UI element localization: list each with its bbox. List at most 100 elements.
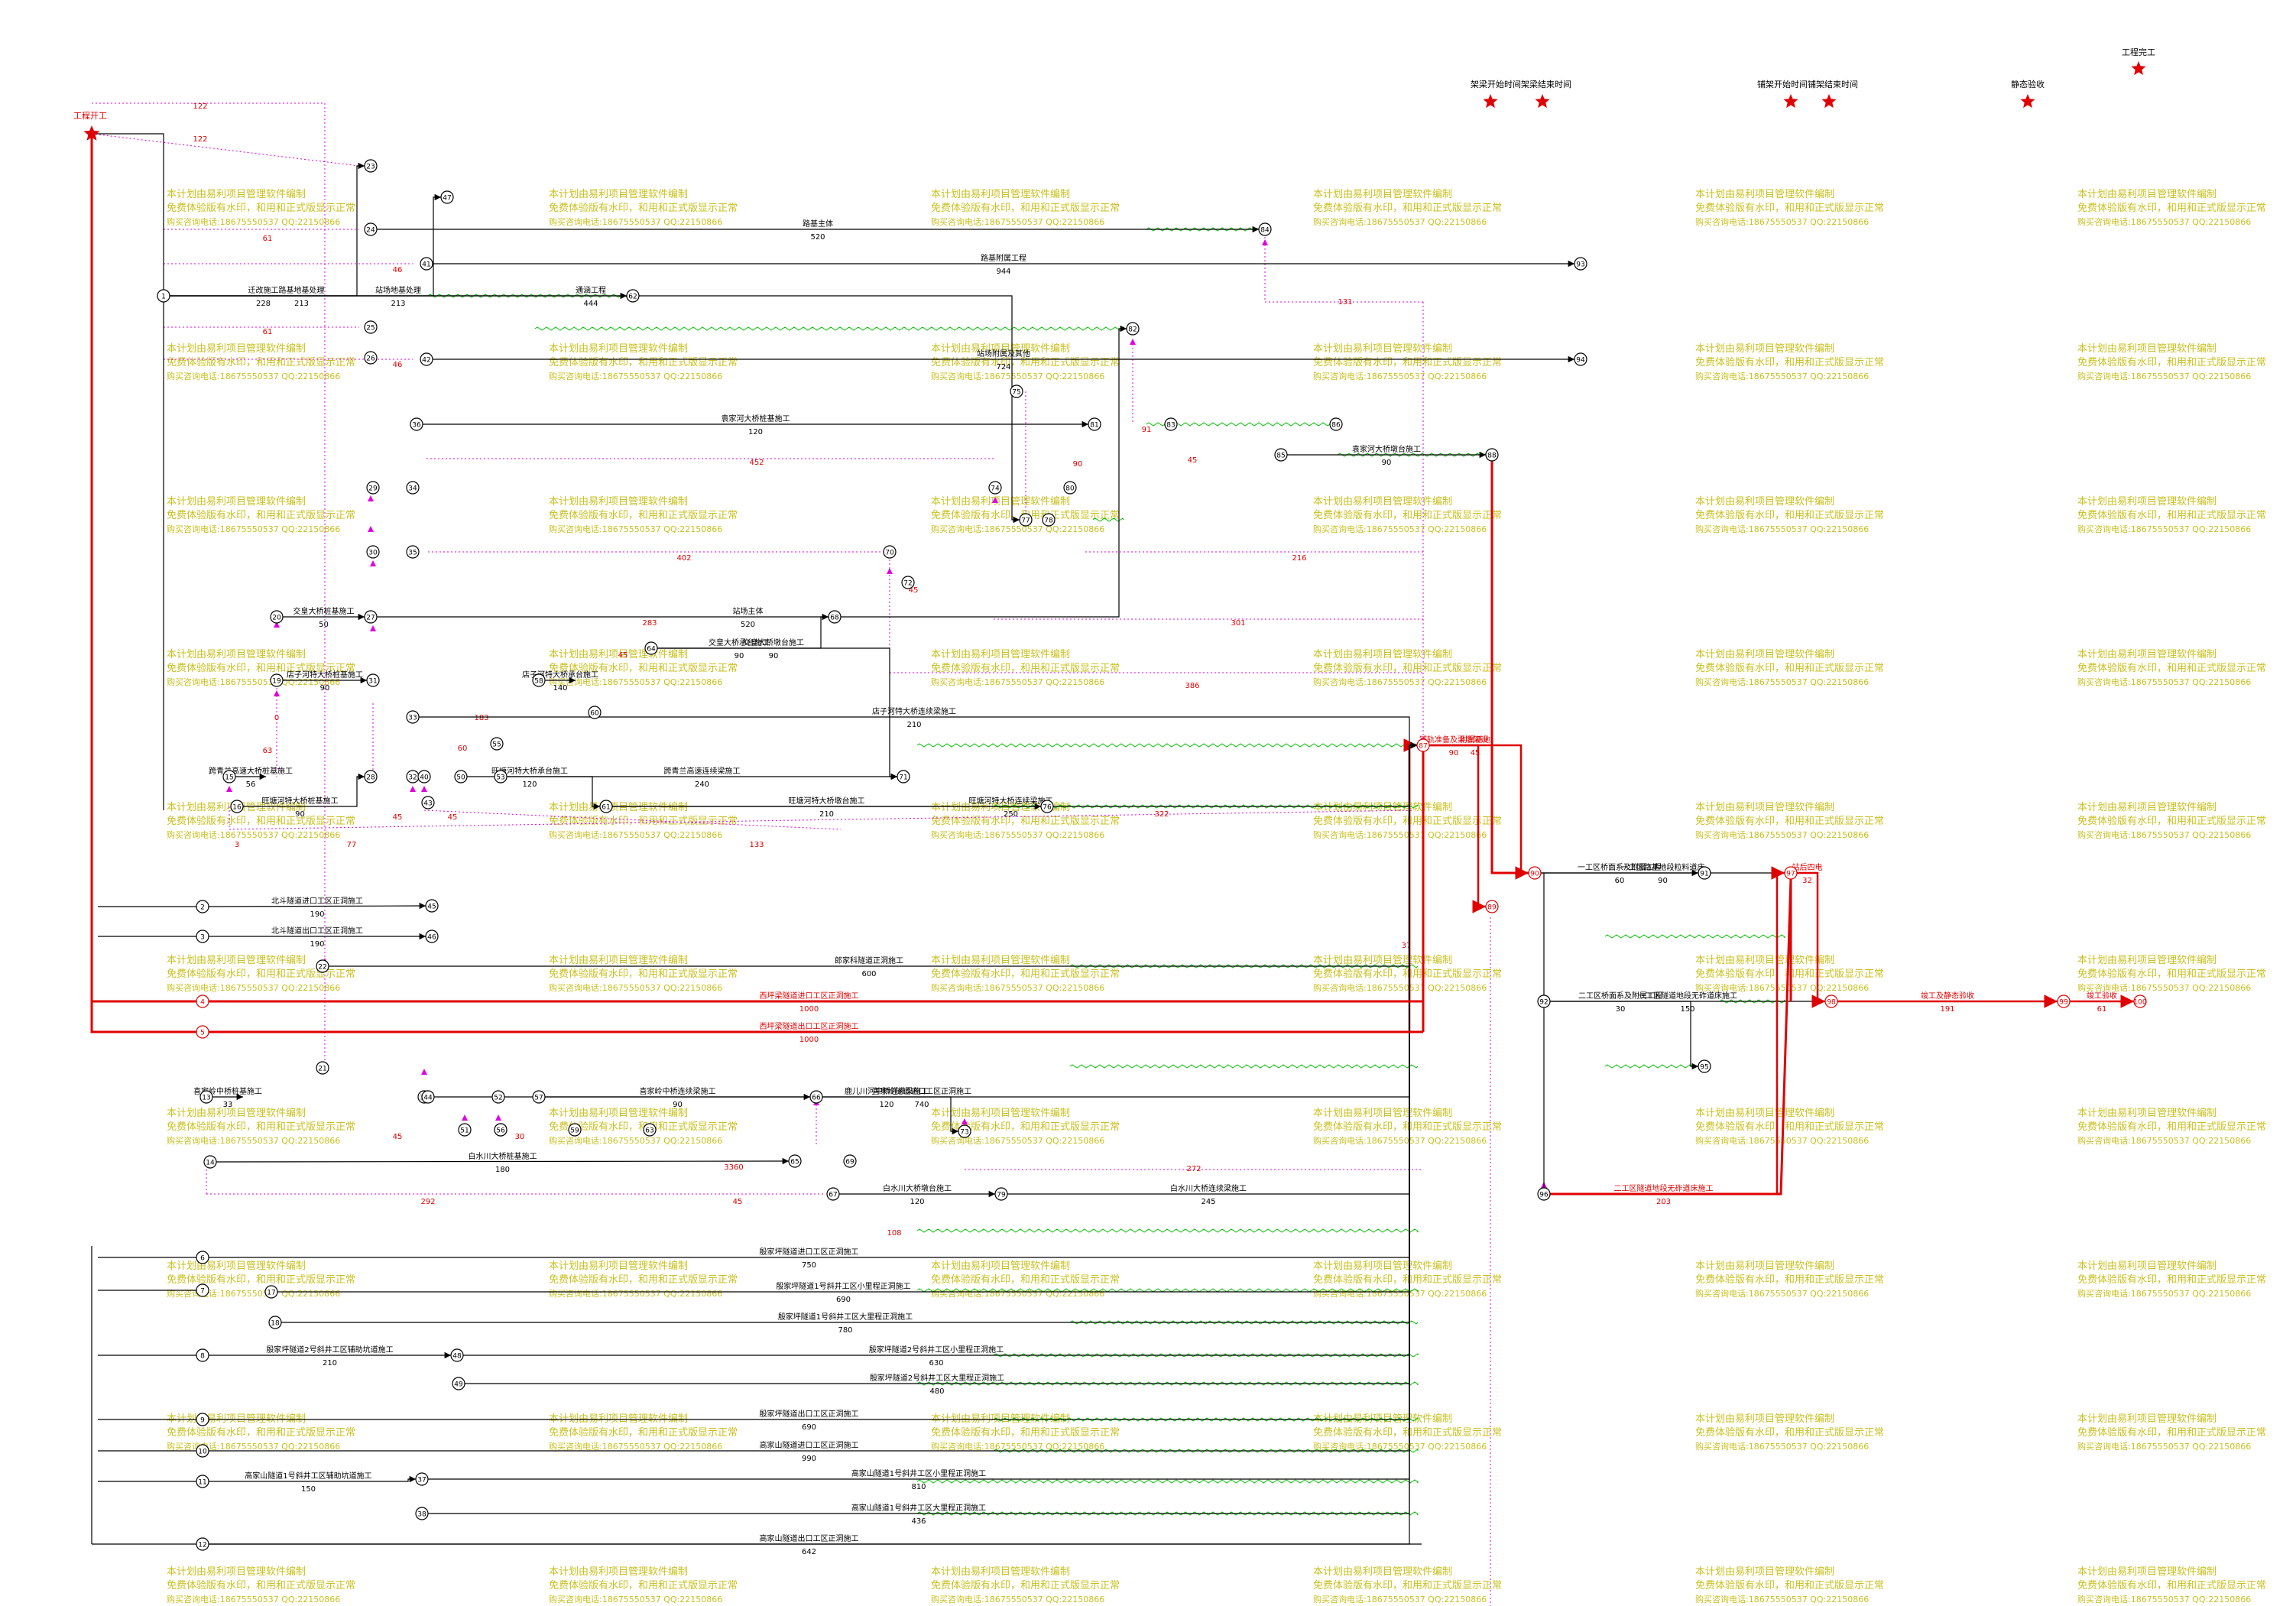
event-node: 94 [1574,352,1587,366]
watermark-line3: 购买咨询电话:18675550537 QQ:22150866 [549,524,722,534]
event-node: 24 [364,222,378,236]
watermark-line2: 免费体验版有水印，和用和正式版显示正常 [549,1579,738,1591]
node-number: 19 [272,678,281,686]
event-node: 42 [420,352,433,366]
watermark-block: 本计划由易利项目管理软件编制免费体验版有水印，和用和正式版显示正常购买咨询电话:… [167,1566,355,1604]
dummy-arrowhead [226,786,232,792]
dummy-arrowhead [421,1069,427,1075]
event-node: 89 [1485,900,1499,913]
float-value: 0 [274,714,279,722]
activity-name: 高家山隧道出口工区正洞施工 [760,1533,859,1543]
node-number: 98 [1827,999,1836,1007]
activity-name: 喜家岭隧道进口工区正洞施工 [872,1086,971,1096]
event-node: 5 [196,1025,209,1039]
node-number: 59 [570,1127,579,1135]
node-number: 61 [602,804,610,812]
watermark-line1: 本计划由易利项目管理软件编制 [1695,343,1834,355]
event-node: 58 [532,673,546,687]
event-node: 47 [440,190,454,204]
activity-name: 白水川大桥墩台施工 [883,1183,952,1193]
watermark-line2: 免费体验版有水印，和用和正式版显示正常 [931,815,1120,827]
event-node: 82 [1126,322,1140,336]
milestone-star-icon [2020,94,2035,109]
watermark-block: 本计划由易利项目管理软件编制免费体验版有水印，和用和正式版显示正常购买咨询电话:… [1695,955,1884,993]
milestone-star-icon [1483,94,1498,109]
float-value: 45 [618,651,628,660]
node-number: 55 [492,741,501,749]
watermark-block: 本计划由易利项目管理软件编制免费体验版有水印，和用和正式版显示正常购买咨询电话:… [2077,189,2266,227]
node-number: 29 [368,485,378,493]
watermark-line1: 本计划由易利项目管理软件编制 [167,649,306,660]
node-number: 16 [232,804,242,812]
node-number: 60 [590,710,599,718]
event-node: 48 [450,1348,464,1362]
watermark-line3: 购买咨询电话:18675550537 QQ:22150866 [549,1288,722,1299]
watermark-line2: 免费体验版有水印，和用和正式版显示正常 [1695,1579,1884,1591]
watermark-line3: 购买咨询电话:18675550537 QQ:22150866 [1313,524,1487,534]
activity-name: 一工区隧道地段无砟道床施工 [1638,991,1737,1001]
node-number: 40 [420,774,429,782]
node-number: 77 [1021,517,1030,525]
event-node: 3 [196,930,209,943]
milestone-label: 静态验收 [2011,79,2045,89]
watermark-line3: 购买咨询电话:18675550537 QQ:22150866 [167,1594,340,1604]
float-value: 122 [193,135,207,144]
activity-name: 殷家坪隧道2号斜井工区小里程正洞施工 [869,1345,1004,1355]
event-node: 61 [599,800,613,813]
activity-duration: 120 [522,780,537,789]
event-node: 67 [826,1187,840,1201]
activity-duration: 50 [319,621,329,629]
activity-duration: 90 [1382,459,1392,467]
activity-name: 交皇大桥墩台施工 [743,638,804,647]
node-number: 47 [443,195,451,203]
watermark-line3: 购买咨询电话:18675550537 QQ:22150866 [1695,676,1869,687]
event-node: 29 [366,481,380,495]
activity-duration: 32 [1802,877,1812,885]
activity-name: 路基主体 [803,219,833,229]
watermark-line1: 本计划由易利项目管理软件编制 [931,343,1070,355]
float-value: 30 [515,1133,525,1141]
activity-name: 交皇大桥桩基施工 [293,606,355,616]
float-value: 63 [263,747,273,755]
event-node: 93 [1574,257,1587,271]
node-number: 83 [1166,422,1175,430]
watermark-block: 本计划由易利项目管理软件编制免费体验版有水印，和用和正式版显示正常购买咨询电话:… [167,189,355,227]
watermark-line3: 购买咨询电话:18675550537 QQ:22150866 [549,829,722,840]
watermark-block: 本计划由易利项目管理软件编制免费体验版有水印，和用和正式版显示正常购买咨询电话:… [1695,1413,1884,1452]
watermark-line1: 本计划由易利项目管理软件编制 [549,802,688,813]
float-value: 452 [749,459,764,467]
float-value: 402 [676,554,691,563]
watermark-line2: 免费体验版有水印，和用和正式版显示正常 [1313,1121,1502,1133]
float-value: 45 [448,813,458,822]
event-node: 46 [425,930,439,943]
event-node: 33 [406,710,420,724]
node-number: 57 [534,1095,543,1102]
event-node: 85 [1274,448,1288,462]
watermark-line2: 免费体验版有水印，和用和正式版显示正常 [549,1273,738,1286]
activity-duration: 690 [802,1423,816,1432]
event-node: 26 [364,351,378,365]
node-number: 82 [1128,326,1137,334]
watermark-line2: 免费体验版有水印，和用和正式版显示正常 [1695,815,1884,827]
event-node: 83 [1164,417,1178,431]
event-node: 75 [1010,384,1023,398]
node-number: 23 [366,164,375,171]
watermark-line1: 本计划由易利项目管理软件编制 [549,189,688,200]
watermark-line1: 本计划由易利项目管理软件编制 [1313,1566,1452,1578]
event-node: 28 [364,770,378,784]
node-number: 22 [318,964,326,972]
node-number: 6 [200,1255,205,1263]
event-node: 86 [1329,417,1343,431]
node-number: 45 [427,904,436,911]
watermark-line2: 免费体验版有水印，和用和正式版显示正常 [2077,815,2266,827]
event-node: 74 [988,481,1002,495]
float-value: 183 [474,714,488,722]
watermark-line2: 免费体验版有水印，和用和正式版显示正常 [167,968,355,980]
